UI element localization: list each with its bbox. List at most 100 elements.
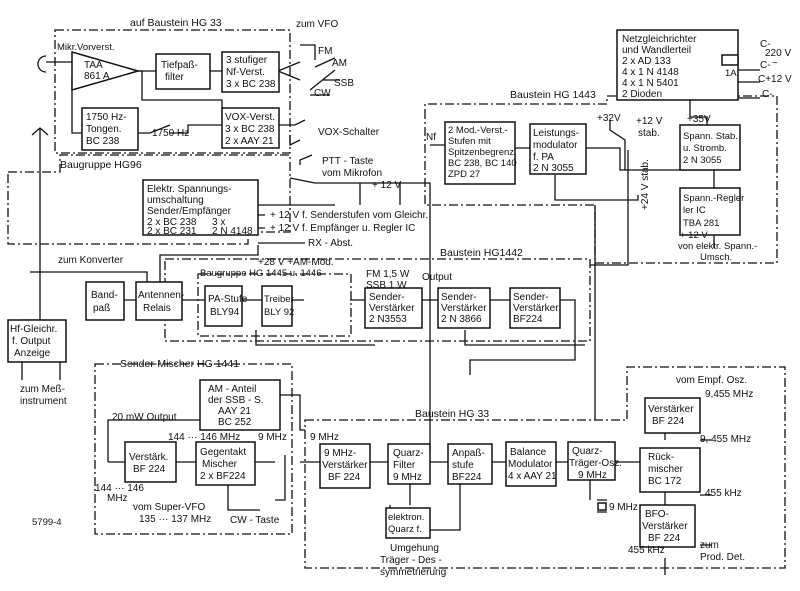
text-mod-3: Spitzenbegrenz. [448, 147, 517, 158]
text-nf-3: 3 x BC 238 [226, 79, 276, 90]
text-am-4: BC 252 [218, 417, 252, 428]
block-sv3 [509, 287, 561, 329]
label-cw: CW [314, 88, 331, 99]
block-treiber [261, 285, 293, 327]
text-stab-3: 2 N 3055 [683, 155, 722, 166]
label-144-a: 144 ··· 146 MHz [168, 432, 240, 443]
text-tiefpass-2: filter [165, 72, 185, 83]
label-vom-empf: vom Empf. Osz. [676, 375, 747, 386]
text-sv2-1: Sender- [441, 292, 477, 303]
label-quartz-9mhz: 9 MHz [609, 502, 638, 513]
block-relais [135, 281, 183, 321]
text-relais-1: Antennen- [138, 290, 184, 301]
group-label-hg1445: Baugruppe HG 1445 u. 1446 [200, 268, 321, 279]
label-umg-3: symmetrierung [380, 567, 446, 578]
text-bal-2: Modulator [508, 459, 553, 470]
text-umsch-1: Elektr. Spannungs- [147, 184, 232, 195]
group-label-hg33-bottom: Baustein HG 33 [415, 408, 489, 420]
text-netz-3: 2 x AD 133 [622, 56, 671, 67]
group-hg1443 [424, 95, 778, 264]
block-vox-verst [221, 107, 280, 149]
block-tongen [81, 107, 139, 151]
group-hg1445 [197, 273, 352, 337]
text-rm-2: mischer [648, 464, 684, 475]
text-hf-2: f. Output [12, 336, 51, 347]
text-gt-2: Mischer [202, 459, 238, 470]
text-bal-1: Balance [510, 447, 547, 458]
text-qo-2: Träger-Osz. [569, 458, 622, 469]
label-35v: +35V [687, 114, 711, 125]
label-mikr-vorverst: Mikr.Vorverst. [57, 42, 115, 53]
group-hg96 [7, 154, 291, 245]
text-regler-1: Spann.-Regler [683, 193, 744, 204]
block-balance [505, 441, 557, 487]
label-tilde: ~ [772, 58, 778, 69]
text-leist-2: modulator [533, 140, 578, 151]
block-sv1 [364, 287, 423, 329]
label-32v: +32V [597, 113, 621, 124]
label-28v: +28 V +AM-Mod. [258, 257, 334, 268]
label-9455-a: 9,455 MHz [705, 389, 753, 400]
text-qo-3: 9 MHz [578, 470, 607, 481]
block-boxes [7, 29, 741, 548]
label-am: AM [332, 58, 347, 69]
block-quarzosz [567, 441, 616, 481]
text-sv1-1: Sender- [369, 292, 405, 303]
group-label-hg1443: Baustein HG 1443 [510, 89, 596, 101]
text-rm-1: Rück- [648, 452, 674, 463]
label-vox-schalter: VOX-Schalter [318, 127, 380, 138]
quartz-crystal [597, 502, 607, 511]
label-output-fm: FM 1,5 W [366, 269, 410, 280]
block-texts: Mikr.Vorverst. TAA 861 A Tiefpaß- filter… [10, 34, 744, 544]
text-an-1: Anpaß- [452, 448, 485, 459]
text-umsch-d2: 2 N 4148 [212, 226, 253, 237]
text-qf-2: Filter [393, 460, 416, 471]
label-12v-elektr-1: + 12 V [680, 230, 708, 241]
text-vb-2: BF 224 [133, 464, 166, 475]
label-ssb: SSB [334, 78, 354, 89]
label-c12v: C+12 V [758, 74, 792, 85]
text-tongen-2: Tongen. [86, 124, 122, 135]
text-sv2-2: Verstärker [441, 303, 487, 314]
label-455-b: 455 kHz [628, 545, 665, 556]
text-relais-2: Relais [143, 303, 171, 314]
text-bandpass-2: paß [93, 303, 110, 314]
text-netz-6: 2 Dioden [622, 89, 662, 100]
text-el-2: Quarz f. [388, 524, 422, 535]
text-mod-4: BC 238, BC 140 [448, 158, 517, 169]
label-1750hz: 1750 Hz [152, 128, 189, 139]
text-tongen-1: 1750 Hz- [86, 112, 127, 123]
block-verst-r [644, 397, 701, 434]
block-9mhz-verst [319, 443, 371, 489]
text-an-3: BF224 [452, 472, 482, 483]
label-umg-1: Umgehung [390, 543, 439, 554]
text-taa-2: 861 A [84, 71, 110, 82]
label-9mhz-a: 9 MHz [258, 432, 287, 443]
block-leistmod [529, 123, 587, 175]
text-el-1: elektron. [388, 512, 424, 523]
text-pa-2: BLY94 [210, 307, 240, 318]
text-bfo-3: BF 224 [648, 533, 681, 544]
block-bandpass [85, 281, 125, 321]
block-mod-verst [444, 121, 516, 185]
label-umg-2: Träger - Des - [380, 555, 442, 566]
label-fig-no: 5799-4 [32, 517, 62, 528]
text-tiefpass-1: Tiefpaß- [161, 60, 198, 71]
group-label-hg96: Baugruppe HG96 [60, 159, 142, 171]
block-nf-verst [221, 51, 280, 93]
text-umsch-2: umschaltung [147, 195, 204, 206]
text-vr-1: Verstärker [648, 404, 694, 415]
text-bal-3: 4 x AAY 21 [508, 471, 557, 482]
block-verst-bf224 [124, 441, 177, 483]
label-455-a: 455 kHz [705, 488, 742, 499]
free-labels: zum VFO FM AM SSB CW 220 V ~ C+12 V C- C… [20, 19, 792, 578]
text-9m-3: BF 224 [328, 472, 361, 483]
block-umschaltung [142, 179, 259, 236]
label-fm: FM [318, 46, 332, 57]
block-tiefpass [155, 53, 211, 90]
text-mod-5: ZPD 27 [448, 169, 480, 180]
block-elektron [385, 507, 431, 539]
text-umsch-4: 2 x BC 238 [147, 217, 197, 228]
